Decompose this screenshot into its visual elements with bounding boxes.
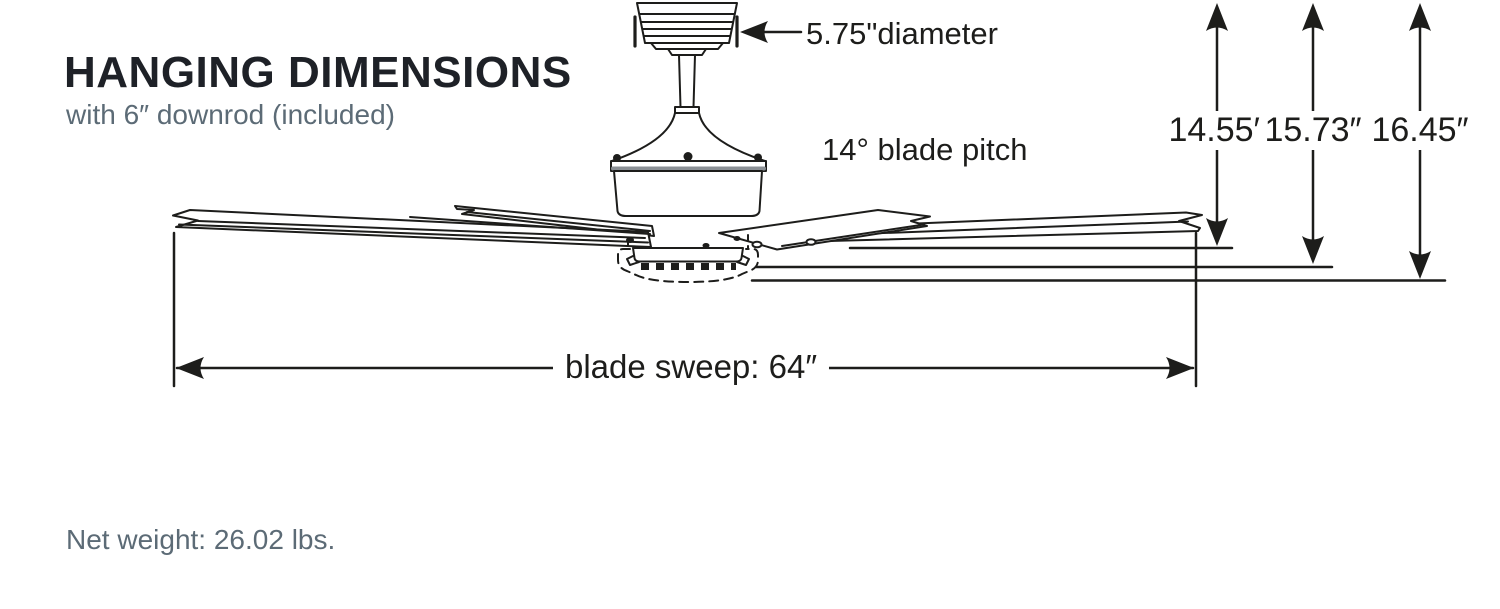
hanging-height-label-1: 14.55″ — [1164, 111, 1270, 150]
net-weight-label: Net weight: 26.02 lbs. — [66, 524, 336, 555]
blade-pitch-label: 14° blade pitch — [822, 132, 1028, 167]
motor-housing — [610, 152, 767, 217]
height-reference-lines — [750, 246, 1447, 282]
downrod — [674, 54, 700, 114]
light-kit-dashed-outline — [617, 248, 759, 283]
hanging-height-label-2: 15.73″ — [1260, 111, 1366, 150]
page-title: HANGING DIMENSIONS — [64, 48, 572, 97]
blade-sweep-label: blade sweep: 64″ — [552, 348, 830, 386]
canopy-extent-ticks — [633, 15, 739, 48]
canopy-diameter-label: 5.75"diameter — [806, 16, 998, 51]
canopy-diameter-arrow-icon — [740, 21, 803, 43]
left-blade — [172, 205, 655, 248]
hanging-height-label-3: 16.45″ — [1367, 111, 1473, 150]
light-kit — [617, 234, 759, 283]
front-blade — [718, 209, 931, 251]
downrod-subtitle: with 6″ downrod (included) — [66, 99, 395, 130]
canopy — [636, 2, 738, 56]
